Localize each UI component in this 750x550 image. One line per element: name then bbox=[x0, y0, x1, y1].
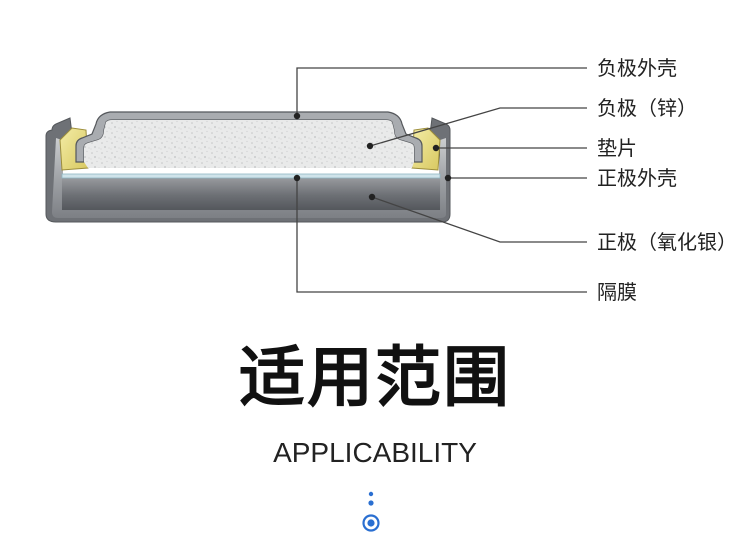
indicator-dot-medium bbox=[368, 500, 374, 506]
label-negative-case: 负极外壳 bbox=[597, 56, 677, 80]
label-positive-silver-oxide: 正极（氧化银） bbox=[597, 230, 737, 254]
battery-cross-section-diagram bbox=[45, 67, 587, 293]
label-negative-zinc: 负极（锌） bbox=[597, 96, 697, 120]
indicator-center bbox=[367, 519, 375, 527]
indicator-ring bbox=[362, 514, 380, 532]
section-subtitle: APPLICABILITY bbox=[273, 437, 477, 468]
indicator-dot-small bbox=[368, 491, 374, 497]
callout-lines bbox=[296, 67, 587, 293]
zinc-anode-fill bbox=[84, 120, 414, 168]
scroll-down-indicator-icon[interactable] bbox=[356, 488, 386, 538]
callout-dots bbox=[293, 112, 452, 201]
label-gasket: 垫片 bbox=[597, 136, 637, 160]
section-title: 适用范围 bbox=[239, 339, 511, 416]
label-positive-case: 正极外壳 bbox=[597, 166, 677, 190]
separator-layer bbox=[61, 173, 441, 179]
label-separator: 隔膜 bbox=[597, 280, 637, 304]
cathode-layer bbox=[62, 177, 440, 210]
